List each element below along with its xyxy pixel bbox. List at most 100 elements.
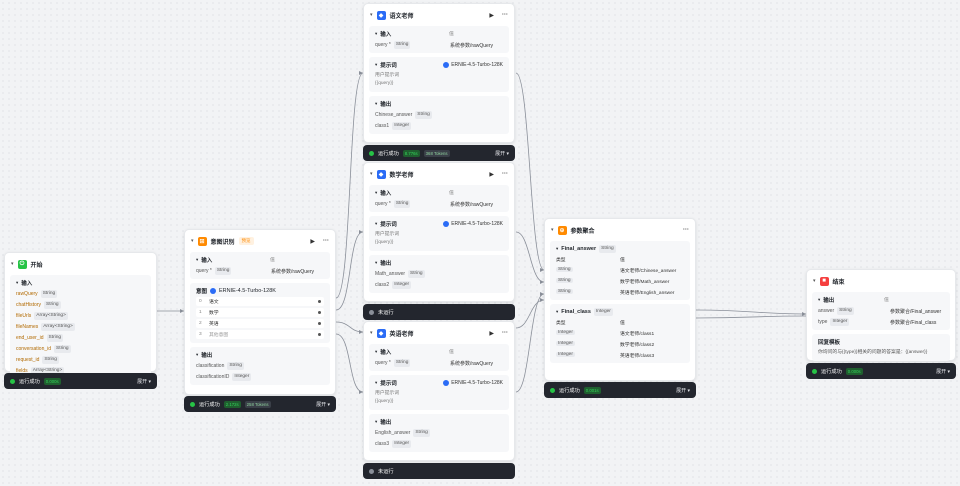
end-node-header[interactable]: ▾ ■ 结束 xyxy=(807,270,955,292)
collapse-caret-icon[interactable]: ▾ xyxy=(191,238,194,244)
more-icon[interactable]: ··· xyxy=(323,238,329,244)
branch-handle-icon[interactable] xyxy=(318,300,321,303)
chinese-teacher-node[interactable]: ▾ ◆ 语文老师 ▶ ··· ▾输入 值 query * String 系统参数… xyxy=(363,3,515,143)
aggregate-statusbar[interactable]: 运行成功 0.001s 展开 ▾ xyxy=(544,382,696,398)
more-icon[interactable]: ··· xyxy=(502,12,508,18)
var-name: request_id xyxy=(16,357,40,363)
collapse-caret-icon[interactable]: ▾ xyxy=(551,227,554,233)
query-row: query * String 系统参数/rawQuery xyxy=(375,41,503,49)
start-statusbar[interactable]: 运行成功 0.000s 展开 ▾ xyxy=(4,373,157,389)
model-selector[interactable]: ERNIE-4.5-Turbo-128K xyxy=(443,221,503,227)
branch-handle-icon[interactable] xyxy=(318,322,321,325)
type-chip: String xyxy=(214,267,232,275)
run-icon[interactable]: ▶ xyxy=(489,330,494,337)
expand-button[interactable]: 展开 ▾ xyxy=(316,401,330,408)
math-teacher-node[interactable]: ▾ ◆ 数学老师 ▶ ··· ▾输入 值 query * String 系统参数… xyxy=(363,162,515,302)
output-row: class2 Integer xyxy=(375,281,503,289)
node-header[interactable]: ▾ ◆ 数学老师 ▶ ··· xyxy=(364,163,514,185)
math-statusbar[interactable]: 未运行 xyxy=(363,304,515,320)
caret-icon[interactable]: ▾ xyxy=(196,257,199,262)
caret-icon[interactable]: ▾ xyxy=(375,31,378,36)
output-row: Chinese_answer String xyxy=(375,111,503,119)
caret-icon[interactable]: ▾ xyxy=(818,297,821,302)
collapse-caret-icon[interactable]: ▾ xyxy=(370,171,373,177)
aggregate-node[interactable]: ▾ ⊕ 参数聚合 ··· ▾ Final_answer String 类型 值 … xyxy=(544,218,696,381)
collapse-caret-icon[interactable]: ▾ xyxy=(370,330,373,336)
caret-icon[interactable]: ▾ xyxy=(375,380,378,385)
more-icon[interactable]: ··· xyxy=(683,227,689,233)
output-name: Chinese_answer xyxy=(375,112,413,118)
model-selector[interactable]: ERNIE-4.5-Turbo-128K xyxy=(443,380,503,386)
node-header[interactable]: ▾ ◆ 语文老师 ▶ ··· xyxy=(364,4,514,26)
english-teacher-node[interactable]: ▾ ◆ 英语老师 ▶ ··· ▾输入 值 query * String 系统参数… xyxy=(363,321,515,461)
intent-node-header[interactable]: ▾ ⊞ 意图识别 预览 ▶ ··· xyxy=(185,230,335,252)
caret-icon[interactable]: ▾ xyxy=(556,309,559,314)
expand-button[interactable]: 展开 ▾ xyxy=(676,387,690,394)
type-chip: String xyxy=(556,267,573,272)
intent-node[interactable]: ▾ ⊞ 意图识别 预览 ▶ ··· ▾输入 值 query * String 系… xyxy=(184,229,336,395)
output-value: 参数聚合/Final_class xyxy=(890,319,937,326)
expand-button[interactable]: 展开 ▾ xyxy=(495,150,509,157)
model-icon xyxy=(443,221,450,227)
expand-button[interactable]: 展开 ▾ xyxy=(137,378,151,385)
caret-icon[interactable]: ▾ xyxy=(16,280,19,285)
type-chip: String xyxy=(837,307,854,315)
run-icon[interactable]: ▶ xyxy=(310,238,315,245)
collapse-caret-icon[interactable]: ▾ xyxy=(813,278,816,284)
run-icon[interactable]: ▶ xyxy=(489,171,494,178)
caret-icon[interactable]: ▾ xyxy=(375,190,378,195)
duration-badge: 0.001s xyxy=(583,386,601,394)
start-node-header[interactable]: ▾ ⏻ 开始 xyxy=(5,253,156,275)
model-selector[interactable]: ERNIE-4.5-Turbo-128K xyxy=(443,62,503,68)
aggregate-node-header[interactable]: ▾ ⊕ 参数聚合 ··· xyxy=(545,219,695,241)
class-number: 2 xyxy=(199,321,202,326)
english-statusbar[interactable]: 未运行 xyxy=(363,463,515,479)
class-label: 其他意图 xyxy=(209,333,229,338)
prompt-box[interactable]: 用户提示词 {{query}} xyxy=(375,231,503,247)
class-label: 数学 xyxy=(209,311,219,316)
model-name[interactable]: ERNIE-4.5-Turbo-128K xyxy=(219,288,276,294)
caret-icon[interactable]: ▾ xyxy=(375,419,378,424)
collapse-caret-icon[interactable]: ▾ xyxy=(11,261,14,267)
chinese-statusbar[interactable]: 运行成功 8.776s 368 Tokens 展开 ▾ xyxy=(363,145,515,161)
expand-label: 展开 xyxy=(676,387,687,394)
status-text: 运行成功 xyxy=(19,378,40,385)
section-title: ▾输入 xyxy=(196,256,324,264)
section-title-text: 输出 xyxy=(823,298,835,304)
caret-icon[interactable]: ▾ xyxy=(375,62,378,67)
caret-icon[interactable]: ▾ xyxy=(375,260,378,265)
branch-handle-icon[interactable] xyxy=(318,333,321,336)
caret-icon[interactable]: ▾ xyxy=(375,221,378,226)
expand-button[interactable]: 展开 ▾ xyxy=(936,368,950,375)
run-icon[interactable]: ▶ xyxy=(489,12,494,19)
prompt-box[interactable]: 用户提示词 {{query}} xyxy=(375,72,503,88)
type-cell: Integer xyxy=(556,340,620,348)
caret-icon[interactable]: ▾ xyxy=(556,246,559,251)
var-name: query * xyxy=(375,201,391,207)
group-header: 类型 值 xyxy=(556,256,684,263)
prompt-box[interactable]: 用户提示词 {{query}} xyxy=(375,390,503,406)
collapse-caret-icon[interactable]: ▾ xyxy=(370,12,373,18)
caret-icon[interactable]: ▾ xyxy=(196,352,199,357)
output-name: class1 xyxy=(375,123,390,129)
caret-icon[interactable]: ▾ xyxy=(375,349,378,354)
more-icon[interactable]: ··· xyxy=(502,171,508,177)
branch-handle-icon[interactable] xyxy=(318,311,321,314)
caret-icon[interactable]: ▾ xyxy=(375,101,378,106)
intent-statusbar[interactable]: 运行成功 2.172s 258 Tokens 展开 ▾ xyxy=(184,396,336,412)
more-icon[interactable]: ··· xyxy=(502,330,508,336)
node-header[interactable]: ▾ ◆ 英语老师 ▶ ··· xyxy=(364,322,514,344)
end-statusbar[interactable]: 运行成功 0.000s 展开 ▾ xyxy=(806,363,956,379)
type-header: 类型 xyxy=(556,258,566,263)
var-value: 系统参数/rawQuery xyxy=(449,360,493,367)
value-cell: 语文老师/class1 xyxy=(620,331,655,337)
